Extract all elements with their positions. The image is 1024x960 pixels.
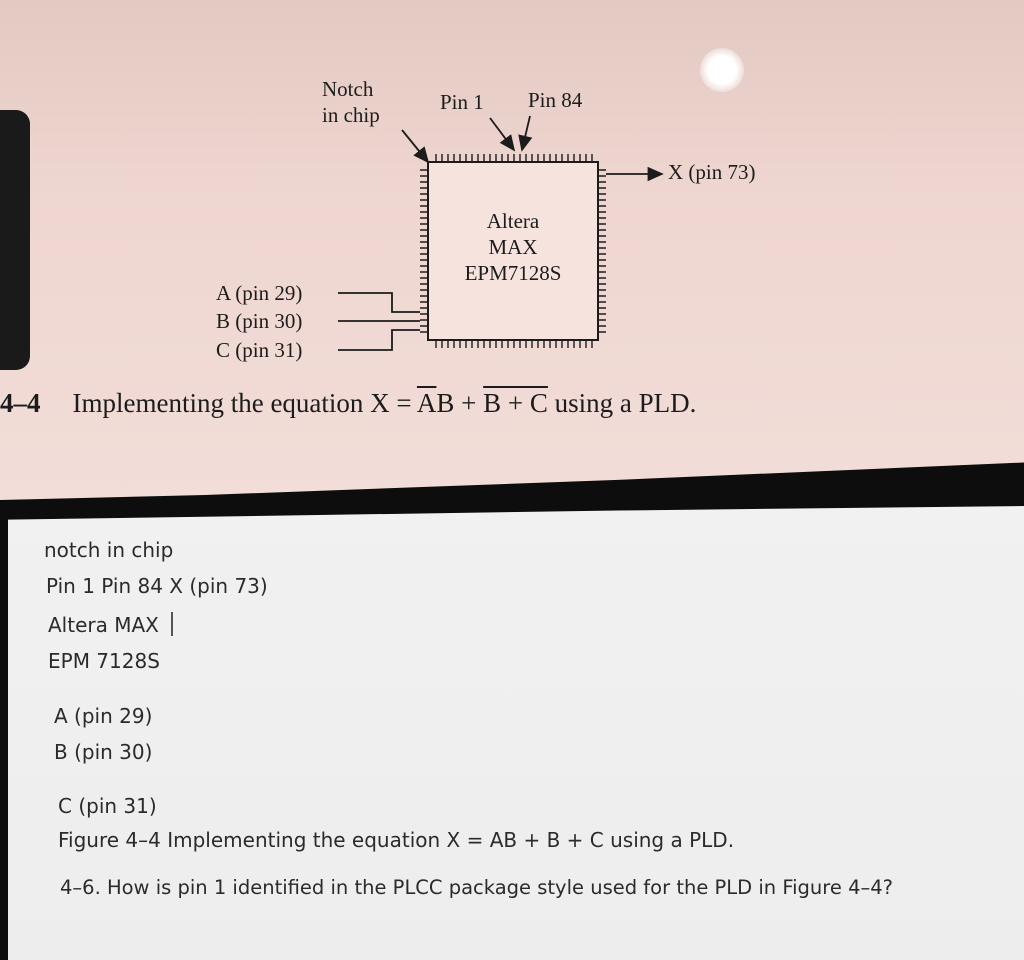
text-line-a: A (pin 29) [54, 704, 153, 728]
output-x-label: X (pin 73) [668, 160, 756, 184]
pin84-pointer-line [518, 115, 533, 152]
chip-pins-bottom [435, 340, 593, 348]
pin1-label: Pin 1 [440, 90, 484, 114]
input-a-wire [338, 292, 420, 313]
chip-label-line3: EPM7128S [464, 261, 562, 285]
notch-label: Notch in chip [322, 76, 380, 128]
text-line-question: 4–6. How is pin 1 identified in the PLCC… [60, 876, 893, 899]
caption-a-bar: A [416, 388, 437, 418]
caption-suffix: using a PLD. [547, 388, 697, 418]
chip-body [427, 161, 599, 341]
phone-bezel [0, 110, 30, 370]
text-cursor [170, 612, 173, 636]
input-c-wire [338, 329, 420, 351]
input-c-label: C (pin 31) [216, 338, 303, 362]
caption-b1: B + [436, 388, 484, 418]
text-line-b: B (pin 30) [54, 740, 153, 764]
text-line-altera-label: Altera MAX [48, 613, 159, 637]
figure-page: Notch in chip Pin 1 Pin 84 X (pin 73) Al… [0, 0, 1024, 500]
chip-pins-right [598, 169, 606, 333]
notch-pointer-line [401, 129, 430, 164]
text-line-altera: Altera MAX [48, 612, 173, 637]
notch-label-line2: in chip [322, 103, 380, 127]
text-line-figure-caption: Figure 4–4 Implementing the equation X =… [58, 828, 735, 852]
pin84-label: Pin 84 [528, 88, 583, 112]
input-b-label: B (pin 30) [216, 309, 303, 333]
input-a-label: A (pin 29) [216, 281, 303, 305]
text-page: notch in chip Pin 1 Pin 84 X (pin 73) Al… [8, 506, 1024, 960]
pld-chip-diagram [338, 115, 664, 351]
figure-caption: 4–4 Implementing the equation X = AB + B … [0, 388, 696, 419]
chip-label-line1: Altera [486, 209, 540, 233]
text-line-c: C (pin 31) [58, 794, 157, 818]
chip-label: Altera MAX EPM7128S [428, 208, 598, 286]
pin1-pointer-line [489, 117, 516, 152]
caption-text: Implementing the equation X = [72, 388, 417, 418]
text-line-pins: Pin 1 Pin 84 X (pin 73) [46, 574, 268, 598]
text-line-epm: EPM 7128S [48, 649, 160, 673]
chip-pins-top [435, 154, 593, 162]
text-line-notch: notch in chip [44, 538, 174, 562]
chip-label-line2: MAX [488, 235, 538, 259]
notch-label-line1: Notch [322, 77, 374, 101]
caption-prefix: 4–4 [0, 388, 41, 418]
light-glare [700, 48, 744, 92]
caption-overbar-term: B + C [483, 388, 548, 418]
chip-pins-left [420, 169, 428, 333]
